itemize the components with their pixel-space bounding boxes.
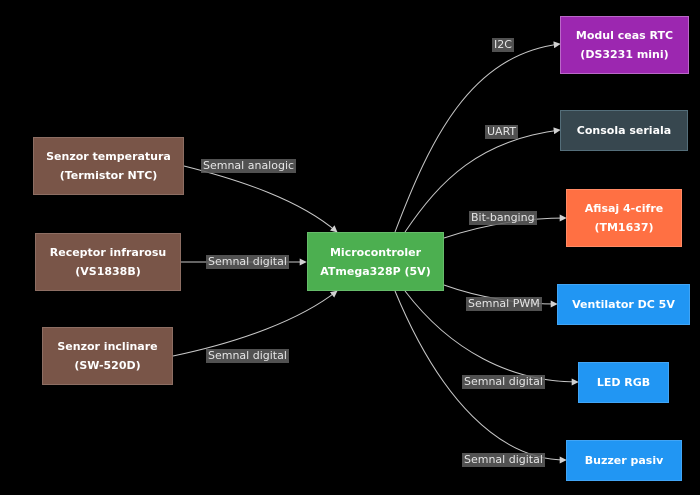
- node-tilt-sensor-subtitle: (SW-520D): [74, 359, 141, 372]
- node-temperature-sensor: Senzor temperatura (Termistor NTC): [33, 137, 184, 195]
- node-4digit-display: Afisaj 4-cifre (TM1637): [566, 189, 682, 247]
- node-dc-fan: Ventilator DC 5V: [557, 284, 690, 325]
- node-microcontroller-subtitle: ATmega328P (5V): [320, 264, 431, 278]
- node-ir-receiver: Receptor infrarosu (VS1838B): [35, 233, 181, 291]
- node-temperature-sensor-subtitle: (Termistor NTC): [59, 169, 158, 182]
- edge-mcu-to-led: [404, 290, 579, 386]
- node-dc-fan-title: Ventilator DC 5V: [572, 298, 675, 311]
- edge-label-mcu-buzzer: Semnal digital: [462, 453, 545, 467]
- node-4digit-display-subtitle: (TM1637): [594, 221, 654, 234]
- edge-tilt-to-mcu: [172, 290, 338, 357]
- edge-temp-to-mcu: [183, 165, 338, 233]
- node-rtc-module: Modul ceas RTC (DS3231 mini): [560, 16, 689, 74]
- node-rgb-led: LED RGB: [578, 362, 669, 403]
- edge-mcu-to-rtc: [394, 41, 561, 233]
- node-serial-console-title: Consola seriala: [576, 124, 672, 137]
- node-4digit-display-title: Afisaj 4-cifre: [584, 202, 664, 215]
- node-tilt-sensor-title: Senzor inclinare: [57, 340, 158, 353]
- node-passive-buzzer: Buzzer pasiv: [566, 440, 682, 481]
- edge-label-mcu-console: UART: [485, 125, 519, 139]
- edge-label-mcu-fan: Semnal PWM: [466, 297, 542, 311]
- edge-mcu-to-console: [404, 127, 561, 233]
- node-tilt-sensor: Senzor inclinare (SW-520D): [42, 327, 173, 385]
- edge-label-mcu-led: Semnal digital: [462, 375, 545, 389]
- node-passive-buzzer-title: Buzzer pasiv: [584, 454, 664, 467]
- node-ir-receiver-subtitle: (VS1838B): [75, 265, 141, 278]
- node-temperature-sensor-title: Senzor temperatura: [46, 150, 171, 163]
- edge-label-mcu-display: Bit-banging: [469, 211, 537, 225]
- edge-label-ir-mcu: Semnal digital: [206, 255, 289, 269]
- edge-label-temp-mcu: Semnal analogic: [201, 159, 297, 173]
- node-serial-console: Consola seriala: [560, 110, 688, 151]
- edge-label-mcu-rtc: I2C: [492, 38, 514, 52]
- edge-label-tilt-mcu: Semnal digital: [206, 349, 289, 363]
- node-rtc-module-title: Modul ceas RTC: [575, 29, 674, 42]
- node-microcontroller: Microcontroler ATmega328P (5V): [307, 232, 444, 291]
- node-ir-receiver-title: Receptor infrarosu: [49, 246, 167, 259]
- node-microcontroller-title: Microcontroler: [329, 245, 422, 259]
- node-rtc-module-subtitle: (DS3231 mini): [580, 48, 669, 61]
- node-rgb-led-title: LED RGB: [596, 376, 651, 389]
